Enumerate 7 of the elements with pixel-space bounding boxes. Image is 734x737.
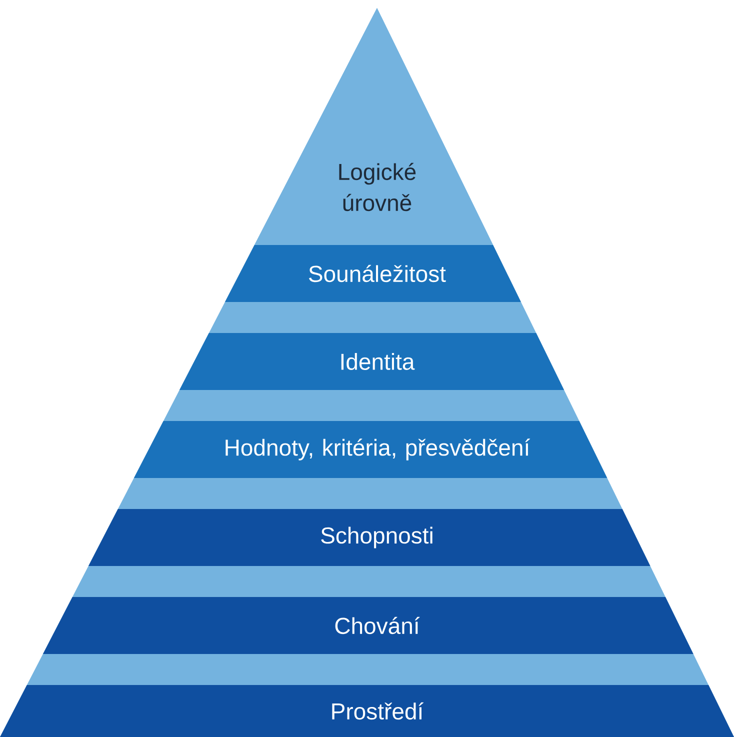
pyramid-apex: Logické úrovně: [254, 8, 494, 245]
pyramid-level: Prostředí: [0, 685, 734, 737]
pyramid-level: Schopnosti: [88, 509, 650, 566]
pyramid-level: Hodnoty, kritéria, přesvědčení: [134, 421, 608, 478]
pyramid-level: Chování: [42, 597, 694, 654]
pyramid-level: Identita: [179, 333, 564, 390]
pyramid-level: Sounáležitost: [224, 245, 521, 302]
